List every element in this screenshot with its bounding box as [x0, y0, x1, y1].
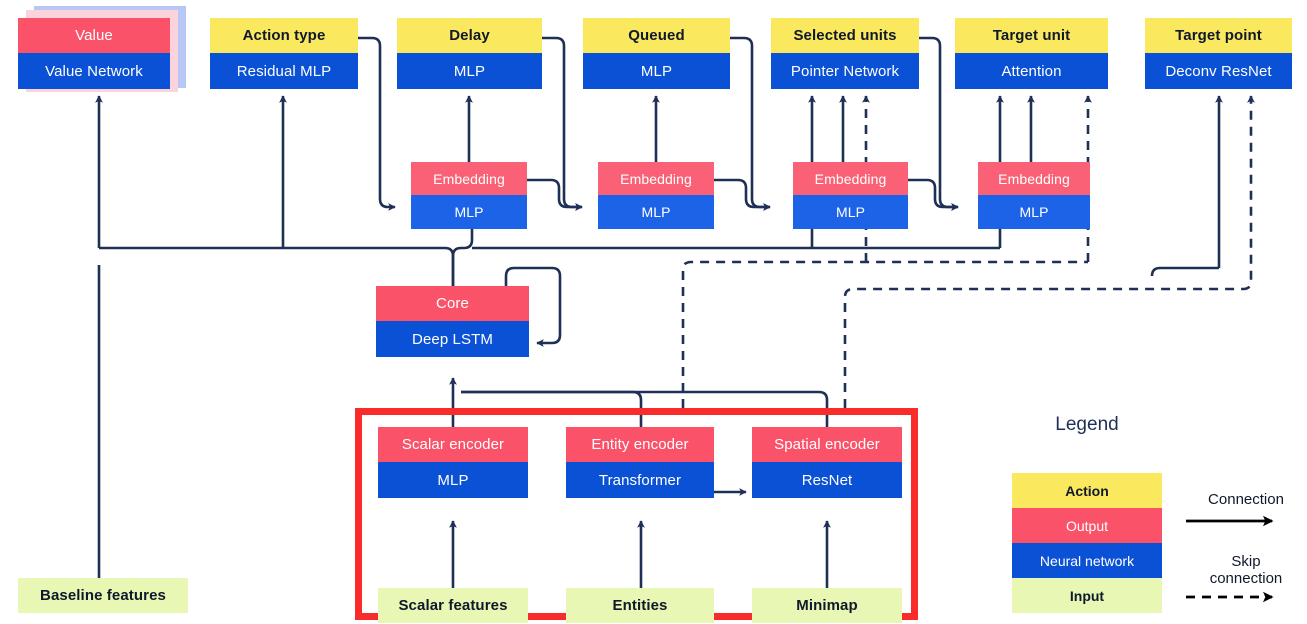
node-embedding-2-nn: MLP — [598, 195, 714, 229]
node-input-scalar-features-label: Scalar features — [378, 588, 528, 623]
node-embedding-2[interactable]: Embedding MLP — [598, 162, 714, 229]
node-target-point-action: Target point — [1145, 18, 1292, 53]
node-embedding-4-output: Embedding — [978, 162, 1090, 195]
node-embedding-2-output: Embedding — [598, 162, 714, 195]
node-scalar-encoder-nn: MLP — [378, 462, 528, 498]
node-target-unit-action: Target unit — [955, 18, 1108, 53]
node-entity-encoder-output: Entity encoder — [566, 427, 714, 462]
node-action-type-nn: Residual MLP — [210, 53, 358, 89]
node-embedding-3[interactable]: Embedding MLP — [793, 162, 908, 229]
node-entity-encoder[interactable]: Entity encoder Transformer — [566, 427, 714, 498]
node-spatial-encoder-nn: ResNet — [752, 462, 902, 498]
node-embedding-3-output: Embedding — [793, 162, 908, 195]
node-embedding-1-nn: MLP — [411, 195, 527, 229]
legend-row-neural-network: Neural network — [1012, 543, 1162, 578]
node-selected-units-nn: Pointer Network — [771, 53, 919, 89]
node-queued-action: Queued — [583, 18, 730, 53]
node-target-unit-nn: Attention — [955, 53, 1108, 89]
node-embedding-4[interactable]: Embedding MLP — [978, 162, 1090, 229]
node-scalar-encoder-output: Scalar encoder — [378, 427, 528, 462]
node-delay-nn: MLP — [397, 53, 542, 89]
node-selected-units-action: Selected units — [771, 18, 919, 53]
node-delay-action: Delay — [397, 18, 542, 53]
legend-skip-connection-label: Skip connection — [1209, 553, 1283, 587]
node-action-type[interactable]: Action type Residual MLP — [210, 18, 358, 89]
node-core-output: Core — [376, 286, 529, 321]
node-embedding-4-nn: MLP — [978, 195, 1090, 229]
legend-row-input: Input — [1012, 578, 1162, 613]
legend-title: Legend — [1055, 414, 1119, 435]
node-input-entities[interactable]: Entities — [566, 588, 714, 623]
node-target-point[interactable]: Target point Deconv ResNet — [1145, 18, 1292, 89]
node-input-baseline-features-label: Baseline features — [18, 578, 188, 613]
node-embedding-1[interactable]: Embedding MLP — [411, 162, 527, 229]
node-core-nn: Deep LSTM — [376, 321, 529, 357]
node-queued[interactable]: Queued MLP — [583, 18, 730, 89]
node-input-minimap[interactable]: Minimap — [752, 588, 902, 623]
node-input-minimap-label: Minimap — [752, 588, 902, 623]
node-action-type-action: Action type — [210, 18, 358, 53]
node-input-entities-label: Entities — [566, 588, 714, 623]
node-delay[interactable]: Delay MLP — [397, 18, 542, 89]
node-selected-units[interactable]: Selected units Pointer Network — [771, 18, 919, 89]
node-value-network-nn: Value Network — [18, 53, 170, 89]
legend-connection-label: Connection — [1208, 491, 1284, 508]
node-spatial-encoder[interactable]: Spatial encoder ResNet — [752, 427, 902, 498]
legend-row-action: Action — [1012, 473, 1162, 508]
node-queued-nn: MLP — [583, 53, 730, 89]
node-value-network-output: Value — [18, 18, 170, 53]
node-scalar-encoder[interactable]: Scalar encoder MLP — [378, 427, 528, 498]
node-embedding-3-nn: MLP — [793, 195, 908, 229]
node-entity-encoder-nn: Transformer — [566, 462, 714, 498]
node-target-unit[interactable]: Target unit Attention — [955, 18, 1108, 89]
node-spatial-encoder-output: Spatial encoder — [752, 427, 902, 462]
node-input-scalar-features[interactable]: Scalar features — [378, 588, 528, 623]
legend-row-output: Output — [1012, 508, 1162, 543]
legend-swatches: Action Output Neural network Input — [1012, 473, 1162, 613]
node-value-network[interactable]: Value Value Network — [18, 18, 170, 89]
node-target-point-nn: Deconv ResNet — [1145, 53, 1292, 89]
node-embedding-1-output: Embedding — [411, 162, 527, 195]
node-core[interactable]: Core Deep LSTM — [376, 286, 529, 357]
legend-arrow-samples — [1186, 515, 1274, 603]
node-input-baseline-features[interactable]: Baseline features — [18, 578, 188, 613]
